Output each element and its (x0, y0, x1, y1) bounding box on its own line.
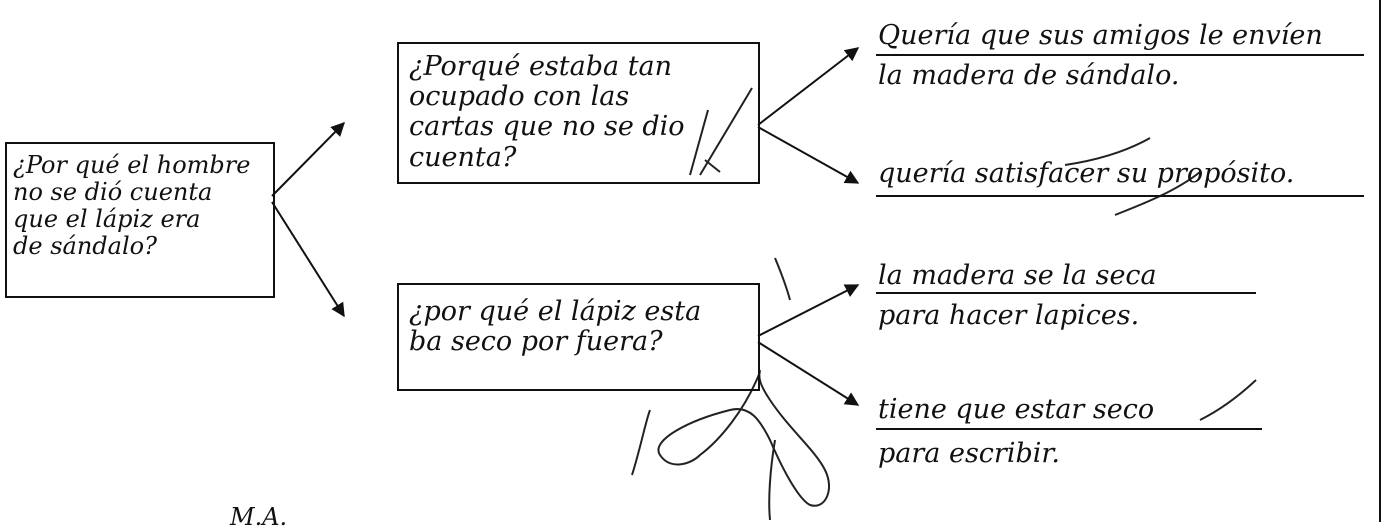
arrow-q2-to-a4 (757, 341, 860, 406)
answer-1-line-1: Quería que sus amigos le envíen (878, 20, 1323, 51)
check-mark-icon (1199, 379, 1257, 421)
answer-underline (876, 54, 1364, 56)
scribble-mark (657, 369, 830, 507)
check-mark-icon (689, 87, 753, 176)
arrow-root-to-q2 (271, 201, 345, 318)
answer-2: quería satisfacer su propósito. (878, 158, 1295, 189)
root-question-text: ¿Por qué el hombre no se dió cuenta que … (13, 151, 251, 260)
arrow-root-to-q1 (271, 122, 345, 197)
root-question-box: ¿Por qué el hombre no se dió cuenta que … (5, 142, 275, 298)
branch-question-box-1: ¿Porqué estaba tan ocupado con las carta… (397, 42, 760, 184)
arrow-q2-to-a3 (757, 284, 860, 337)
answer-3-line-1: la madera se la seca (878, 260, 1157, 291)
answer-3-line-2: para hacer lapices. (878, 300, 1140, 331)
answer-4-line-1: tiene que estar seco (878, 394, 1155, 425)
arrow-q1-to-a2 (757, 126, 860, 184)
answer-4-line-2: para escribir. (878, 438, 1060, 469)
pencil-mark (774, 257, 791, 301)
answer-underline (876, 195, 1364, 197)
branch-question-text-1: ¿Porqué estaba tan ocupado con las carta… (409, 51, 685, 173)
scribble-mark (631, 409, 651, 476)
arrow-q1-to-a1 (757, 47, 860, 126)
branch-question-text-2: ¿por qué el lápiz esta ba seco por fuera… (409, 296, 702, 358)
footer-handwriting: M.A. (230, 503, 288, 531)
scribble-mark (768, 439, 776, 521)
check-mark-icon (1114, 171, 1201, 216)
answer-underline (876, 292, 1256, 294)
answer-underline (876, 428, 1262, 430)
branch-question-box-2: ¿por qué el lápiz esta ba seco por fuera… (397, 283, 760, 391)
check-mark-icon (1064, 137, 1151, 166)
answer-1-line-2: la madera de sándalo. (878, 60, 1180, 91)
